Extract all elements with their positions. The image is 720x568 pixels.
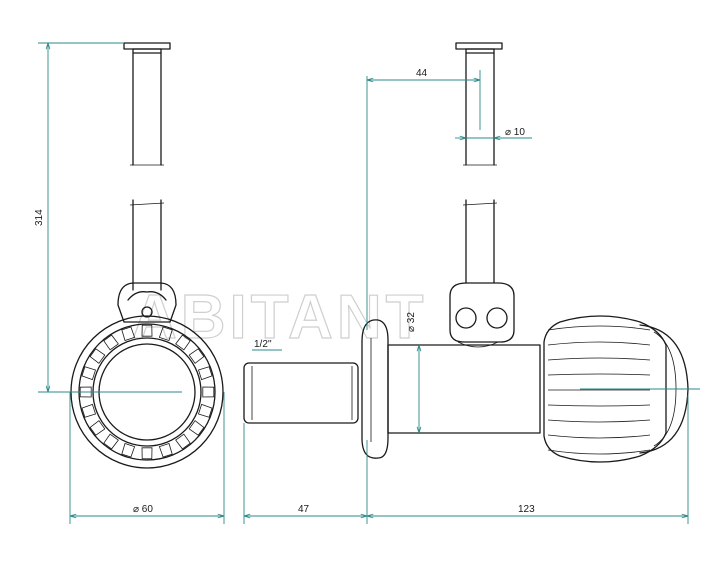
dim-pipe-offset-label: 44 — [416, 68, 428, 79]
knob-rib — [547, 357, 651, 361]
dim-pipe-diameter-label: ⌀ 10 — [505, 127, 525, 138]
right-knob-ribs — [547, 325, 651, 455]
knob-tooth — [103, 334, 119, 351]
left-top-flange — [123, 42, 171, 50]
left-connector-nut — [117, 282, 177, 323]
knob-tooth — [175, 433, 191, 450]
knob-tooth — [197, 403, 213, 418]
dim-inlet-length-label: 47 — [298, 504, 310, 515]
watermark: ABITANT — [132, 283, 427, 352]
escutcheon-plate — [361, 319, 389, 459]
knob-tooth — [81, 403, 97, 418]
knob-rib — [547, 449, 651, 455]
knob-tooth — [158, 442, 173, 458]
knob-tooth — [121, 442, 136, 458]
left-pipe-lower — [132, 199, 162, 291]
left-view — [70, 42, 224, 469]
knob-tooth — [141, 447, 153, 460]
dim-body-diameter-label: ⌀ 32 — [406, 312, 417, 332]
knob-tooth — [89, 348, 106, 364]
knob-rib — [547, 341, 651, 346]
valve-body — [387, 344, 541, 434]
knob-tooth — [103, 433, 119, 450]
left-pipe-upper — [132, 52, 162, 166]
knob-rib — [547, 325, 651, 331]
knob-rib — [547, 434, 651, 439]
dimension-lines — [38, 42, 689, 524]
right-view — [243, 42, 700, 463]
knob-rib — [547, 373, 651, 376]
knob-tooth — [79, 386, 92, 398]
knob-tooth — [121, 326, 136, 342]
dim-knob-diameter-label: ⌀ 60 — [133, 504, 153, 515]
right-top-flange — [455, 42, 503, 50]
knob-tooth — [175, 334, 191, 351]
dim-height-label: 314 — [34, 209, 45, 226]
knob-tooth — [89, 420, 106, 436]
dim-outlet-length-label: 123 — [518, 504, 535, 515]
knob-tooth — [188, 348, 205, 364]
knob-tooth — [158, 326, 173, 342]
knob-tooth — [188, 420, 205, 436]
right-knob — [543, 315, 667, 463]
dim-thread-label: 1/2'' — [254, 339, 272, 350]
knob-tooth — [81, 366, 97, 381]
knob-rib — [547, 419, 651, 423]
knob-rib — [547, 404, 651, 407]
knob-tooth — [141, 324, 153, 337]
knob-tooth — [202, 386, 215, 398]
knob-tooth — [197, 366, 213, 381]
left-knob-teeth — [79, 324, 215, 460]
inlet-threaded-pipe — [243, 362, 359, 424]
right-connector-nut — [449, 282, 515, 343]
